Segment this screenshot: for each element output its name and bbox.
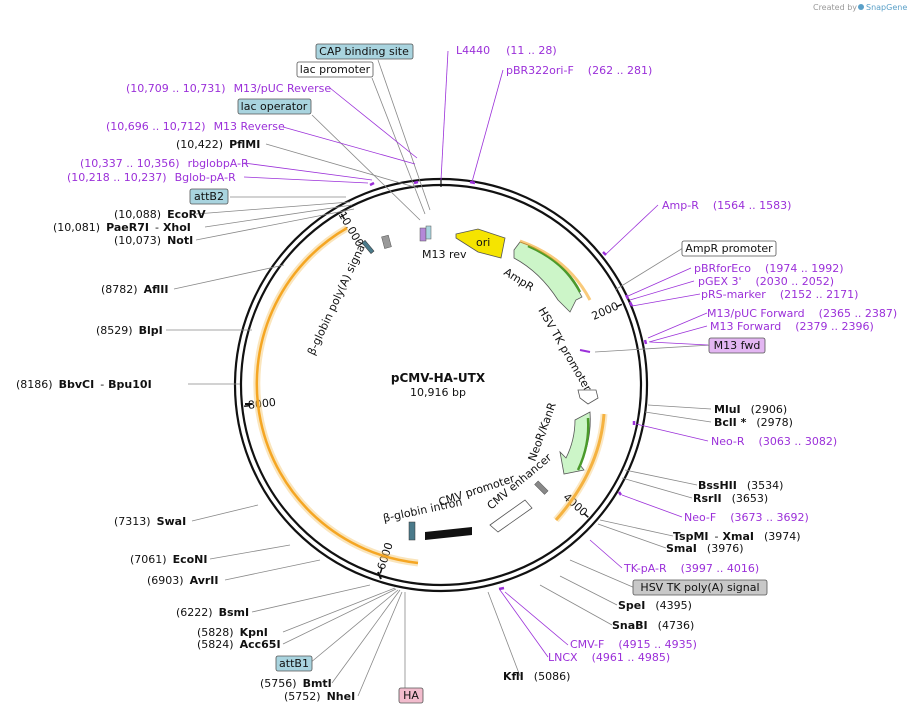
enzyme-bsshii[interactable]: BssHII(3534) — [698, 479, 783, 492]
primer-pbr322ori-f[interactable]: pBR322ori-F(262 .. 281) — [506, 64, 652, 77]
box-ha[interactable]: HA — [398, 687, 424, 704]
ori-feature[interactable]: ori — [455, 228, 506, 259]
enzyme-mlui[interactable]: MluI(2906) — [714, 403, 787, 416]
primer-m13-reverse[interactable]: (10,696 .. 10,712)M13 Reverse — [106, 120, 285, 133]
primer-lncx[interactable]: LNCX(4961 .. 4985) — [548, 651, 670, 664]
orf-right-feature[interactable] — [553, 413, 608, 523]
tick-mark-0 — [616, 303, 623, 308]
polya-signal-feature[interactable]: β-globin poly(A) signal — [305, 234, 392, 358]
svg-text:β-globin poly(A) signal: β-globin poly(A) signal — [305, 240, 369, 358]
primer-l4440[interactable]: L4440(11 .. 28) — [456, 44, 557, 57]
enzyme-bbvci-bpu10i[interactable]: (8186)BbvCI-Bpu10I — [16, 378, 152, 391]
enzyme-kpni[interactable]: (5828)KpnI — [197, 626, 268, 639]
enzyme-spei[interactable]: SpeI(4395) — [618, 599, 692, 612]
primer-neo-f[interactable]: Neo-F(3673 .. 3692) — [684, 511, 809, 524]
snapgene-brand-text: SnapGene — [866, 3, 907, 12]
svg-text:attB2: attB2 — [194, 190, 224, 203]
enzyme-bcli[interactable]: BclI *(2978) — [714, 416, 793, 429]
tick-label-3: 8000 — [247, 396, 276, 412]
enzyme-economi[interactable]: (7061)EcoNI — [130, 553, 207, 566]
m13-rev-label: M13 rev — [422, 248, 467, 261]
primer-bglob-pa-r[interactable]: (10,218 .. 10,237)Bglob-pA-R — [67, 171, 236, 184]
enzyme-smai[interactable]: SmaI(3976) — [666, 542, 743, 555]
enzyme-pflmi[interactable]: (10,422)PflMI — [176, 138, 260, 151]
enzyme-acc65i[interactable]: (5824)Acc65I — [197, 638, 281, 651]
box-lac-promoter[interactable]: lac promoter — [296, 61, 374, 78]
enzyme-rsrii[interactable]: RsrII(3653) — [693, 492, 768, 505]
enzyme-blpi[interactable]: (8529)BlpI — [96, 324, 163, 337]
svg-text:HA: HA — [403, 689, 419, 702]
primer-pgex-3[interactable]: pGEX 3'(2030 .. 2052) — [698, 275, 834, 288]
site-marks — [245, 180, 442, 580]
svg-text:attB1: attB1 — [279, 657, 309, 670]
svg-text:β-globin intron: β-globin intron — [382, 495, 464, 524]
hsv-tk-promoter-label: HSV TK promoter — [535, 305, 594, 394]
plasmid-name: pCMV-HA-UTX — [391, 371, 486, 385]
tick-mark-3 — [244, 404, 251, 408]
svg-text:lac operator: lac operator — [241, 100, 308, 113]
enzyme-nhei[interactable]: (5752)NheI — [284, 690, 355, 703]
enzyme-paer7i-xhoi[interactable]: (10,081)PaeR7I-XhoI — [53, 221, 191, 234]
plasmid-size: 10,916 bp — [410, 386, 466, 399]
box-attb2[interactable]: attB2 — [189, 188, 229, 205]
primer-labels: L4440(11 .. 28) pBR322ori-F(262 .. 281) … — [67, 44, 897, 664]
enzyme-tspmi-xmai[interactable]: TspMI-XmaI(3974) — [673, 530, 801, 543]
beta-globin-intron-feature[interactable]: β-globin intron — [382, 495, 472, 541]
beta-symbol: β — [382, 511, 392, 525]
hsv-tk-promoter-feature[interactable]: HSV TK promoter — [535, 305, 599, 405]
beta-globin-intron-label: -globin intron — [389, 495, 464, 523]
primer-pbrforeco[interactable]: pBRforEco(1974 .. 1992) — [694, 262, 844, 275]
enzyme-kfli[interactable]: KflI(5086) — [503, 670, 570, 683]
orf-left-feature[interactable] — [253, 224, 419, 567]
cmv-enhancer-feature[interactable]: CMV enhancer CMV promoter — [437, 451, 555, 533]
beta-symbol-2: β — [305, 345, 320, 357]
ampr-feature[interactable]: AmpR — [501, 239, 592, 313]
tick-mark-1 — [583, 512, 589, 518]
primer-neo-r[interactable]: Neo-R(3063 .. 3082) — [711, 435, 837, 448]
enzyme-aflii[interactable]: (8782)AflII — [101, 283, 168, 296]
boxed-labels: CAP binding site lac promoter lac operat… — [189, 43, 777, 704]
primer-m13-puc-reverse[interactable]: (10,709 .. 10,731)M13/pUC Reverse — [126, 82, 331, 95]
enzyme-avrii[interactable]: (6903)AvrII — [147, 574, 218, 587]
enzyme-bmti[interactable]: (5756)BmtI — [260, 677, 332, 690]
enzyme-swai[interactable]: (7313)SwaI — [114, 515, 186, 528]
enzyme-ecorv[interactable]: (10,088)EcoRV — [114, 208, 206, 221]
svg-text:CAP binding site: CAP binding site — [319, 45, 409, 58]
svg-text:lac promoter: lac promoter — [300, 63, 371, 76]
primer-marks — [369, 180, 648, 591]
box-cap-binding-site[interactable]: CAP binding site — [315, 43, 414, 60]
primer-amp-r[interactable]: Amp-R(1564 .. 1583) — [662, 199, 791, 212]
box-ampr-promoter[interactable]: AmpR promoter — [681, 240, 777, 257]
primer-m13-forward[interactable]: M13 Forward(2379 .. 2396) — [710, 320, 874, 333]
primer-prs-marker[interactable]: pRS-marker(2152 .. 2171) — [701, 288, 858, 301]
svg-text:AmpR promoter: AmpR promoter — [685, 242, 773, 255]
polya-signal-label: -globin poly(A) signal — [308, 240, 369, 351]
m13-rev-feature[interactable]: M13 rev — [419, 225, 467, 261]
box-hsv-tk-polya-signal[interactable]: HSV TK poly(A) signal — [632, 579, 768, 596]
enzyme-snabi[interactable]: SnaBI(4736) — [612, 619, 694, 632]
enzyme-noti[interactable]: (10,073)NotI — [114, 234, 193, 247]
primer-tk-pa-r[interactable]: TK-pA-R(3997 .. 4016) — [623, 562, 759, 575]
primer-rbglobpa-r[interactable]: (10,337 .. 10,356)rbglobpA-R — [80, 157, 249, 170]
created-by-text: Created by — [813, 3, 857, 12]
box-lac-operator[interactable]: lac operator — [237, 98, 312, 115]
box-attb1[interactable]: attB1 — [275, 655, 313, 672]
snapgene-logo-icon — [858, 4, 864, 10]
leader-lines — [166, 59, 712, 697]
enzyme-labels: (10,422)PflMI (10,088)EcoRV (10,081)PaeR… — [16, 138, 801, 703]
box-m13-fwd[interactable]: M13 fwd — [708, 337, 766, 354]
primer-cmv-f[interactable]: CMV-F(4915 .. 4935) — [570, 638, 697, 651]
tick-mark-2 — [379, 567, 383, 574]
tick-mark-4 — [340, 213, 346, 220]
primer-leader-lines — [243, 50, 709, 658]
svg-text:HSV TK poly(A) signal: HSV TK poly(A) signal — [640, 581, 759, 594]
primer-m13-puc-forward[interactable]: M13/pUC Forward(2365 .. 2387) — [707, 307, 897, 320]
enzyme-bsmi[interactable]: (6222)BsmI — [176, 606, 249, 619]
svg-text:M13 fwd: M13 fwd — [714, 339, 761, 352]
tick-label-0: 2000 — [590, 300, 621, 323]
ori-label: ori — [476, 236, 490, 249]
